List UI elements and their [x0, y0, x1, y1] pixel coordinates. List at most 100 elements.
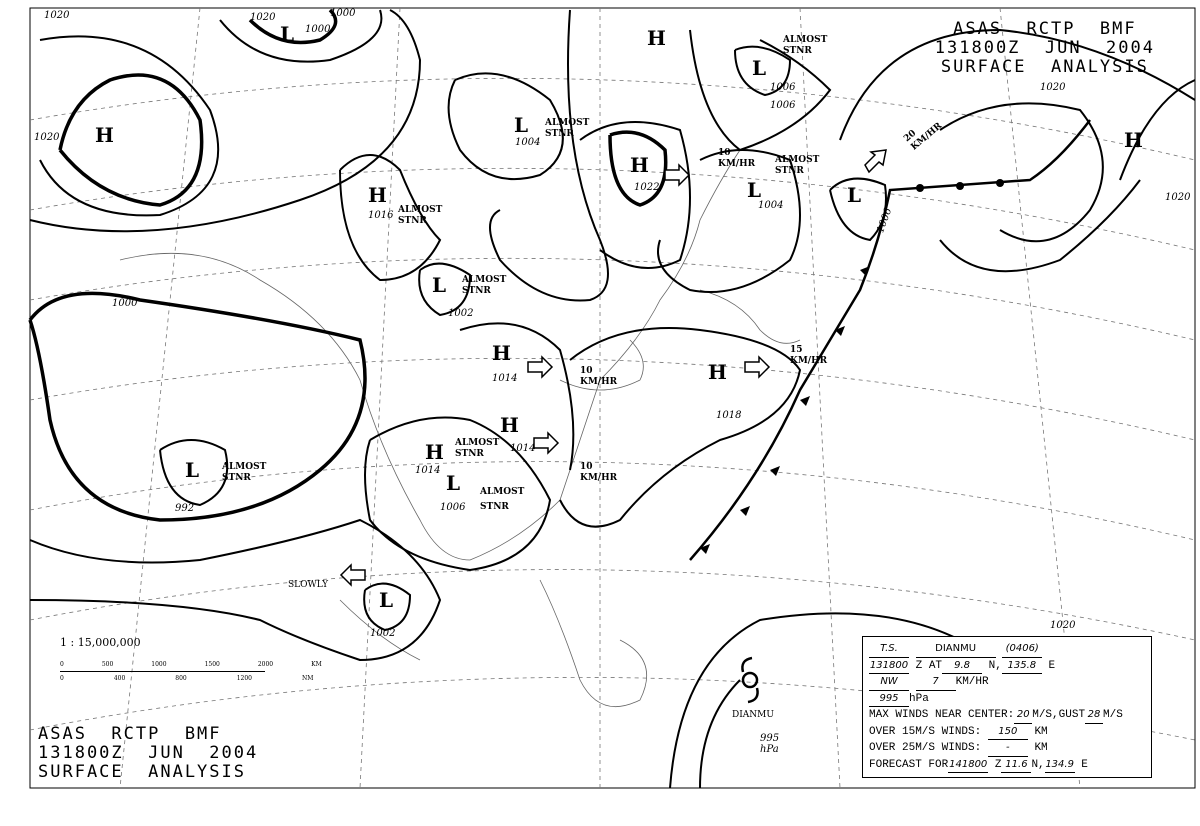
nm-tick: 0 — [60, 675, 64, 682]
forecast-label: FORECAST FOR — [869, 758, 949, 771]
movement-arrow — [533, 431, 560, 455]
nm-tick: 1200 — [236, 675, 253, 682]
speed-label: 10 KM/HR — [580, 462, 618, 483]
almost-stnr-label: ALMOST STNR — [545, 118, 590, 139]
high-center: H — [425, 440, 444, 464]
forecast-lat: 11.6 — [1001, 757, 1032, 773]
km-tick: 1000 — [151, 661, 167, 668]
stnr-label: STNR — [480, 502, 509, 512]
high-center: H — [1124, 128, 1143, 152]
high-center: H — [368, 183, 387, 207]
forecast-lon: 134.9 — [1044, 757, 1075, 773]
km-tick: 2000 — [257, 661, 274, 668]
obs-time: 131800 — [869, 658, 909, 674]
center-pressure: 1004 — [758, 200, 784, 211]
nm-tick: 400 — [113, 675, 126, 682]
n-label: N, — [988, 659, 1002, 672]
footer-line-1: ASAS RCTP BMF — [38, 724, 222, 744]
isobar-label: 1020 — [34, 132, 60, 143]
isobar-label: 1020 — [250, 12, 276, 23]
speed-label: 15 KM/HR — [790, 345, 828, 366]
high-center: H — [630, 153, 649, 177]
high-center: H — [500, 413, 519, 437]
center-pressure: 1020 — [1165, 192, 1191, 203]
motion-arrows[interactable] — [339, 149, 887, 587]
e-label: E — [1081, 758, 1088, 771]
low-center: L — [747, 178, 762, 202]
isobar-label: 1020 — [44, 10, 70, 21]
scale-ratio: 1 : 15,000,000 — [60, 636, 141, 649]
speed-unit: KM/HR — [955, 676, 989, 688]
center-pressure: 1016 — [368, 210, 394, 221]
center-pressure: 1018 — [716, 410, 742, 421]
center-pressure: 1014 — [510, 443, 536, 454]
isobar-label: 1000 — [330, 8, 356, 19]
header-line-1: ASAS RCTP BMF — [953, 19, 1137, 39]
typhoon-symbol[interactable] — [741, 656, 759, 704]
move-speed: 7 — [915, 674, 956, 691]
over25-label: OVER 25M/S WINDS: — [869, 742, 982, 754]
low-center: L — [752, 56, 767, 80]
km-tick: 1500 — [204, 661, 220, 668]
nm-tick: NM — [302, 675, 314, 682]
movement-arrow — [864, 149, 887, 174]
almost-stnr-label: ALMOST STNR — [775, 155, 820, 176]
almost-label: ALMOST — [480, 487, 525, 497]
typhoon-pressure: 995 hPa — [760, 733, 780, 755]
footer-line-3: SURFACE ANALYSIS — [38, 762, 246, 782]
forecast-time: 141800 — [948, 757, 989, 773]
center-pressure: 1002 — [448, 308, 474, 319]
center-pressure: 1006 — [770, 82, 796, 93]
low-center: L — [432, 273, 447, 297]
coastlines — [119, 149, 801, 708]
km-tick: 0 — [60, 661, 64, 668]
center-pressure: 1014 — [415, 465, 441, 476]
storm-name: DIANMU — [915, 641, 996, 658]
over15-label: OVER 15M/S WINDS: — [869, 725, 982, 738]
km-label: KM — [1034, 742, 1048, 754]
almost-stnr-label: ALMOST STNR — [222, 462, 267, 483]
z-label: Z — [994, 758, 1002, 771]
header-line-2: 131800Z JUN 2004 — [934, 38, 1155, 58]
isobar-label: 1020 — [1040, 82, 1066, 93]
typhoon-name: DIANMU — [732, 710, 774, 720]
isobar-label: 1000 — [112, 298, 138, 309]
ms-label: M/S — [1103, 709, 1123, 721]
footer-line-2: 131800Z JUN 2004 — [38, 743, 259, 763]
max-winds-label: MAX WINDS NEAR CENTER: — [869, 709, 1015, 721]
graticule — [29, 7, 1196, 789]
center-pressure: 992 — [175, 503, 195, 514]
gust: 28 — [1085, 707, 1104, 724]
almost-stnr-label: ALMOST STNR — [455, 438, 500, 459]
isobar-label: 1006 — [770, 100, 796, 111]
km-tick: 500 — [101, 661, 114, 668]
latitude: 9.8 — [942, 658, 983, 674]
center-pressure: 1014 — [492, 373, 518, 384]
over25-radius: - — [987, 740, 1028, 757]
high-center: H — [647, 26, 666, 50]
high-center: H — [95, 123, 114, 147]
central-pressure: 995 — [869, 691, 909, 707]
over15-radius: 150 — [987, 724, 1028, 740]
low-center: L — [185, 458, 200, 482]
speed-label: 10 KM/HR — [718, 148, 756, 169]
pressure-unit: hPa — [909, 692, 929, 705]
isobars — [28, 8, 1196, 789]
center-pressure: 1002 — [370, 628, 396, 639]
movement-arrow — [527, 355, 554, 379]
low-center: L — [446, 471, 461, 495]
low-center: L — [847, 183, 862, 207]
ms-label: M/S,GUST — [1032, 709, 1086, 721]
isobar-label: 1020 — [1050, 620, 1076, 631]
center-pressure: 1006 — [440, 502, 466, 513]
high-center: H — [708, 360, 727, 384]
high-center: H — [492, 341, 511, 365]
center-pressure: 1022 — [634, 182, 660, 193]
frame — [29, 7, 1196, 789]
